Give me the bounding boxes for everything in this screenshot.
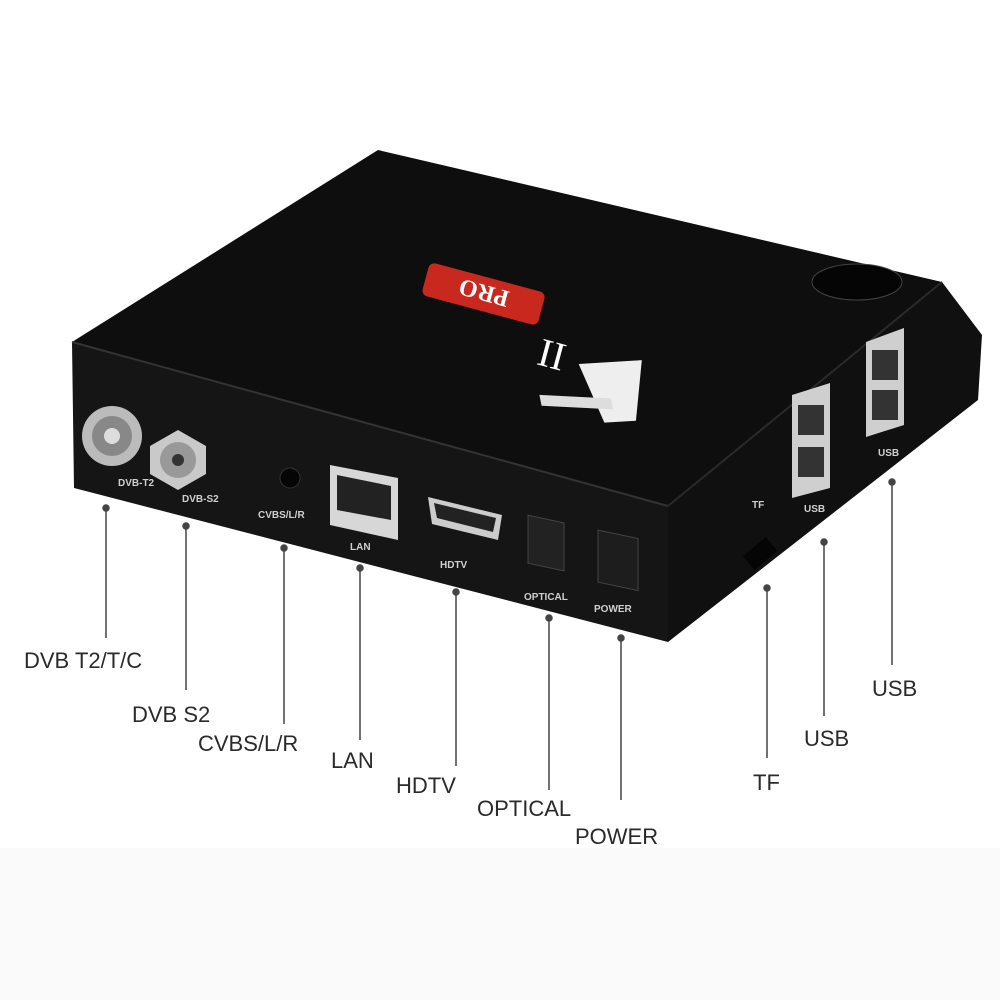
port-usb-2 <box>866 328 904 437</box>
port-dvb-s2 <box>150 430 206 490</box>
printed-usb-2: USB <box>878 448 899 459</box>
callout-cvbs: CVBS/L/R <box>198 731 299 756</box>
background-band <box>0 848 1000 1000</box>
port-usb-1 <box>792 383 830 498</box>
callout-dvb-s2: DVB S2 <box>132 702 211 727</box>
printed-dvb-s2: DVB-S2 <box>182 494 219 505</box>
printed-optical: OPTICAL <box>524 592 568 603</box>
printed-power: POWER <box>594 604 633 615</box>
printed-usb-1: USB <box>804 504 825 515</box>
port-tf <box>742 537 778 571</box>
port-optical <box>527 514 565 572</box>
port-cvbs <box>279 467 301 489</box>
callout-power: POWER <box>575 824 659 849</box>
callout-lan: LAN <box>331 748 374 773</box>
logo-pro-badge <box>422 263 545 325</box>
top-vent <box>811 263 903 301</box>
callout-dvb-t2: DVB T2/T/C <box>24 648 143 673</box>
callout-hdtv: HDTV <box>396 773 456 798</box>
port-power <box>597 529 639 592</box>
port-hdmi <box>428 497 502 540</box>
printed-tf: TF <box>752 500 764 511</box>
callout-tf: TF <box>753 770 780 795</box>
callout-usb-2: USB <box>872 676 918 701</box>
box-top-face <box>72 150 942 506</box>
printed-hdtv: HDTV <box>440 560 468 571</box>
port-lan <box>330 465 398 540</box>
port-dvb-t2 <box>82 406 142 466</box>
printed-cvbs: CVBS/L/R <box>258 510 305 521</box>
printed-dvb-t2: DVB-T2 <box>118 478 155 489</box>
callout-lines <box>102 478 896 800</box>
callout-optical: OPTICAL <box>477 796 572 821</box>
callout-usb-1: USB <box>804 726 850 751</box>
printed-lan: LAN <box>350 542 371 553</box>
